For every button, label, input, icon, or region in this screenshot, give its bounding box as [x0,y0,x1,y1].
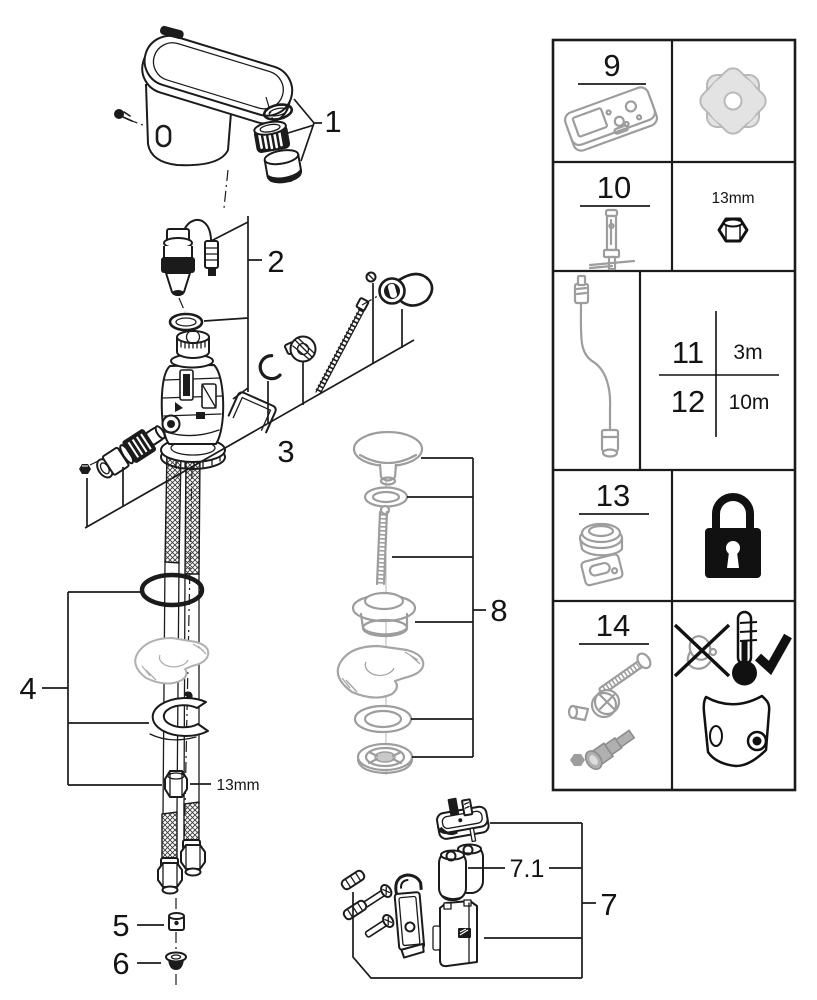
mousseur [253,120,291,153]
callout-2: 2 [267,244,284,279]
table-num-13: 13 [596,478,630,513]
table-cell-11-12: 11 3m 12 10m [659,311,779,437]
table-num-12: 12 [671,384,705,419]
length-11: 3m [733,341,762,364]
supply-hoses [157,451,206,895]
screws-and-anchors [340,869,395,938]
aerator-shell [263,149,303,184]
mounting-parts: 4 13mm [19,572,260,798]
service-valve [79,425,166,479]
base-o-ring [139,572,205,608]
horseshoe-washer [149,691,209,741]
small-parts-5-6: 5 6 [112,898,187,988]
gear-icon [699,67,767,135]
callout-4: 4 [19,671,36,706]
battery-lid [436,797,490,843]
drain-ring-washer [353,704,413,734]
sensor-cover-icon [702,694,771,768]
battery-housing [432,899,478,968]
programming-remote-icon [563,86,659,152]
nut-size-label: 13mm [216,777,259,794]
drain-seal-ring [363,486,409,508]
no-grease-icon [673,623,731,678]
shut-off-service-parts-icon [567,652,652,770]
callout-8: 8 [490,593,507,628]
faucet-assembly: 1 2 [19,25,434,988]
table-cell-9: 9 [563,48,659,152]
mounting-tool-icon [588,208,636,271]
table-num-14: 14 [596,608,630,643]
power-supply-assembly: 7.1 7 [340,797,618,979]
thermal-disinfection-ok-icon [732,610,792,686]
table-cell-symbols [673,610,792,768]
drain-assembly: 8 [336,430,508,775]
mounting-nut [164,770,188,798]
callout-3: 3 [277,434,294,469]
drain-wedge-gasket [336,644,425,699]
sensor-window-icon [155,124,172,148]
extension-cable-icon [573,274,620,458]
lever-handle [378,272,434,307]
fixing-screw-icon [114,109,149,128]
battery-pack [438,843,484,901]
table-num-10: 10 [597,170,631,205]
table-cell-13: 13 [578,478,649,587]
drain-threaded-rod [375,504,391,586]
drain-plug [352,430,424,486]
handle-parts: 3 [84,271,434,529]
table-cell-cable [573,274,620,458]
drain-upper-flange [351,591,417,638]
wall-bracket [393,873,426,959]
cartridge-body [160,329,277,470]
spout-slot [160,25,184,40]
drain-strainer [356,742,414,775]
callout-6: 6 [112,946,129,981]
aerator-o-ring [262,103,294,121]
padlock-icon [705,493,761,578]
adjust-knob [284,335,317,363]
callout-1: 1 [324,104,341,139]
aerator-parts: 1 [253,96,342,184]
plug-part [165,951,187,970]
push-button-cap-icon [578,522,624,587]
rubber-wedge-gasket [134,637,210,685]
filter-part [168,912,185,931]
callout-7: 7 [600,887,617,922]
table-cell-10: 10 [580,170,650,271]
solenoid-o-ring [168,312,204,332]
table-cell-13mm: 13mm [711,190,755,243]
table-cell-14: 14 [567,608,652,770]
faucet-body [141,25,294,209]
solenoid-valve: 2 [161,216,285,400]
table-num-9: 9 [603,48,620,83]
retaining-clip [227,391,277,434]
hex-nut-icon [717,217,749,243]
callout-7-1: 7.1 [510,855,545,883]
length-12: 10m [729,391,770,414]
table-num-11: 11 [672,335,704,370]
table-nut-size-label: 13mm [711,190,754,207]
accessory-table: 9 10 [551,38,797,792]
callout-5: 5 [112,908,129,943]
